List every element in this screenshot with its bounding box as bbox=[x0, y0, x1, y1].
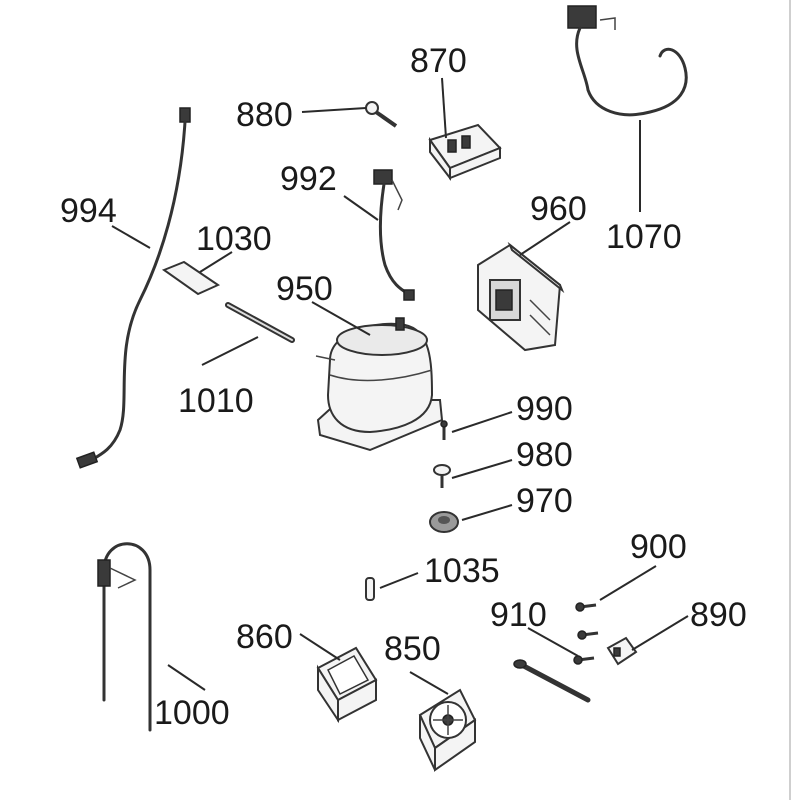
label-890: 890 bbox=[690, 596, 747, 634]
long-bolt bbox=[513, 659, 591, 703]
label-850: 850 bbox=[384, 630, 441, 668]
label-992: 992 bbox=[280, 160, 337, 198]
label-910: 910 bbox=[490, 596, 547, 634]
leader-lines bbox=[111, 77, 689, 695]
part-880-screw bbox=[365, 101, 398, 128]
label-1000: 1000 bbox=[154, 694, 230, 732]
part-860-cover bbox=[316, 646, 378, 724]
label-980: 980 bbox=[516, 436, 573, 474]
part-980-bolt bbox=[433, 464, 451, 488]
part-1070-cable bbox=[567, 5, 688, 117]
part-992-harness bbox=[373, 169, 415, 301]
label-994: 994 bbox=[60, 192, 117, 230]
label-880: 880 bbox=[236, 96, 293, 134]
part-900-screw bbox=[575, 602, 597, 612]
label-860: 860 bbox=[236, 618, 293, 656]
part-1000-tube bbox=[97, 542, 152, 732]
part-850-fan bbox=[418, 688, 477, 772]
label-1035: 1035 bbox=[424, 552, 500, 590]
label-1030: 1030 bbox=[196, 220, 272, 258]
part-1030-pad bbox=[161, 260, 221, 296]
part-990-pin bbox=[440, 420, 448, 440]
part-994-wire bbox=[75, 107, 191, 469]
part-890-bracket bbox=[606, 636, 638, 666]
part-870-bracket bbox=[428, 123, 502, 181]
label-1070: 1070 bbox=[606, 218, 682, 256]
part-910-screws bbox=[573, 630, 599, 665]
part-1010-rod bbox=[225, 302, 295, 343]
part-970-grommet bbox=[429, 511, 459, 533]
part-950-compressor bbox=[315, 317, 444, 452]
label-970: 970 bbox=[516, 482, 573, 520]
label-1010: 1010 bbox=[178, 382, 254, 420]
label-960: 960 bbox=[530, 190, 587, 228]
part-960-relay bbox=[477, 241, 565, 352]
part-1035-sleeve bbox=[365, 577, 375, 601]
label-990: 990 bbox=[516, 390, 573, 428]
label-950: 950 bbox=[276, 270, 333, 308]
label-870: 870 bbox=[410, 42, 467, 80]
label-900: 900 bbox=[630, 528, 687, 566]
